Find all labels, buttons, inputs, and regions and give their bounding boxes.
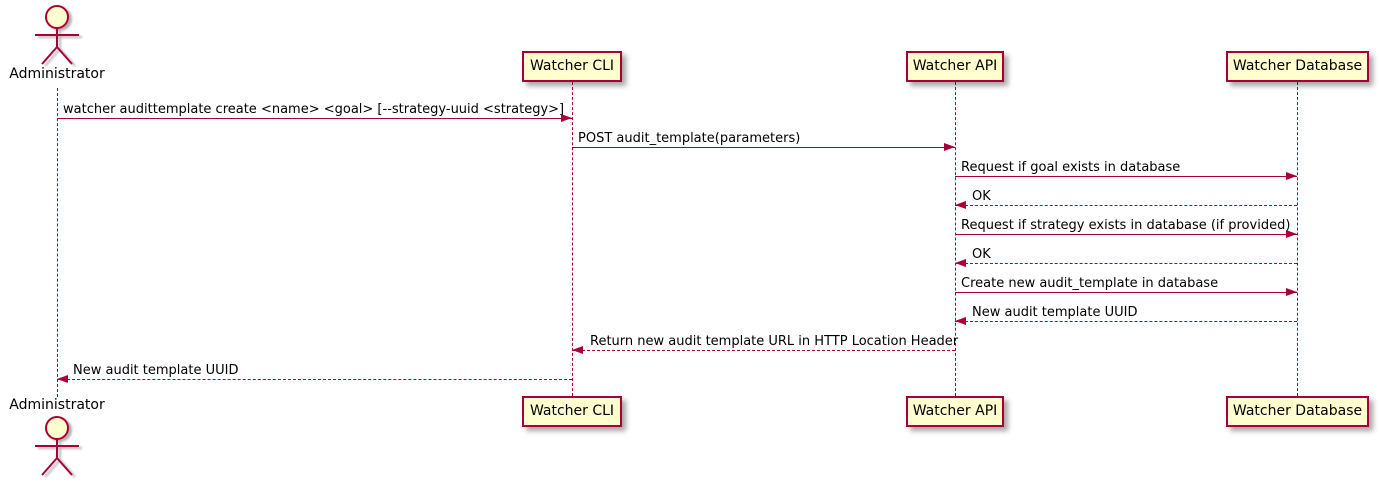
actor-figure-icon bbox=[35, 5, 79, 65]
message-arrow-7 bbox=[955, 288, 1297, 296]
message-label-2: POST audit_template(parameters) bbox=[578, 131, 801, 146]
message-arrow-10 bbox=[57, 375, 572, 383]
actor-figure-icon bbox=[35, 416, 79, 476]
message-label-4: OK bbox=[972, 189, 991, 204]
message-label-5: Request if strategy exists in database (… bbox=[961, 218, 1291, 233]
message-arrow-1 bbox=[57, 114, 572, 122]
message-arrow-6 bbox=[955, 259, 1297, 267]
participant-box-watcher-database-bottom: Watcher Database bbox=[1226, 396, 1369, 427]
participant-box-watcher-api-top: Watcher API bbox=[906, 51, 1004, 82]
message-label-6: OK bbox=[972, 247, 991, 262]
message-label-9: Return new audit template URL in HTTP Lo… bbox=[590, 334, 959, 349]
message-label-3: Request if goal exists in database bbox=[961, 160, 1181, 175]
message-arrow-2 bbox=[572, 143, 955, 151]
message-arrow-5 bbox=[955, 230, 1297, 238]
participant-box-watcher-database-top: Watcher Database bbox=[1226, 51, 1369, 82]
lifeline-administrator bbox=[57, 88, 58, 397]
participant-box-watcher-cli-top: Watcher CLI bbox=[522, 51, 622, 82]
message-arrow-3 bbox=[955, 172, 1297, 180]
message-arrow-4 bbox=[955, 201, 1297, 209]
message-arrow-9 bbox=[572, 346, 955, 354]
lifeline-watcher-database bbox=[1297, 82, 1298, 396]
participant-box-watcher-api-bottom: Watcher API bbox=[906, 396, 1004, 427]
lifeline-watcher-cli bbox=[572, 82, 573, 396]
actor-label-top: Administrator bbox=[9, 66, 105, 82]
actor-label-bottom: Administrator bbox=[9, 397, 105, 413]
message-label-1: watcher audittemplate create <name> <goa… bbox=[63, 102, 565, 117]
message-label-10: New audit template UUID bbox=[73, 363, 239, 378]
participant-box-watcher-cli-bottom: Watcher CLI bbox=[522, 396, 622, 427]
message-label-8: New audit template UUID bbox=[972, 305, 1138, 320]
message-label-7: Create new audit_template in database bbox=[961, 276, 1219, 291]
message-arrow-8 bbox=[955, 317, 1297, 325]
lifeline-watcher-api bbox=[955, 82, 956, 396]
